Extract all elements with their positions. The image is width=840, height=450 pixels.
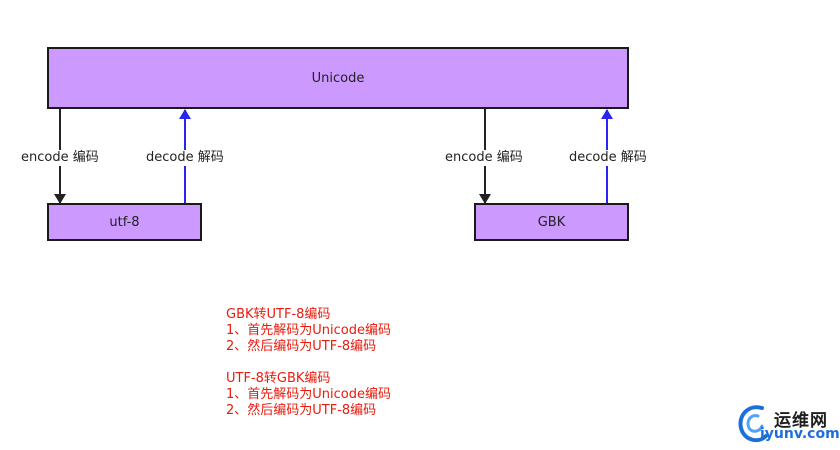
gbk-to-utf8-step1: 1、首先解码为Unicode编码 — [226, 323, 391, 338]
right-encode-label: encode 编码 — [445, 150, 523, 166]
gbk-to-utf8-step2: 2、然后编码为UTF-8编码 — [226, 339, 377, 354]
left-encode-label: encode 编码 — [21, 150, 99, 166]
utf8-node-label: utf-8 — [109, 214, 140, 230]
conversion-notes: GBK转UTF-8编码 1、首先解码为Unicode编码 2、然后编码为UTF-… — [226, 307, 391, 419]
right-decode-label: decode 解码 — [569, 150, 647, 166]
swirl-logo-icon — [738, 405, 768, 443]
unicode-node-label: Unicode — [311, 70, 365, 86]
watermark-chinese: 运维网 — [774, 411, 828, 431]
gbk-to-utf8-title: GBK转UTF-8编码 — [226, 307, 331, 322]
gbk-node-label: GBK — [537, 214, 566, 230]
watermark-logo: 运维网 iyunv.com — [736, 400, 840, 448]
utf8-to-gbk-step2: 2、然后编码为UTF-8编码 — [226, 403, 377, 418]
unicode-node: Unicode — [47, 47, 629, 109]
utf8-to-gbk-step1: 1、首先解码为Unicode编码 — [226, 387, 391, 402]
watermark-domain: iyunv.com — [760, 426, 840, 442]
utf8-to-gbk-title: UTF-8转GBK编码 — [226, 371, 331, 386]
left-decode-label: decode 解码 — [146, 150, 224, 166]
utf8-node: utf-8 — [47, 203, 202, 241]
gbk-node: GBK — [474, 203, 629, 241]
